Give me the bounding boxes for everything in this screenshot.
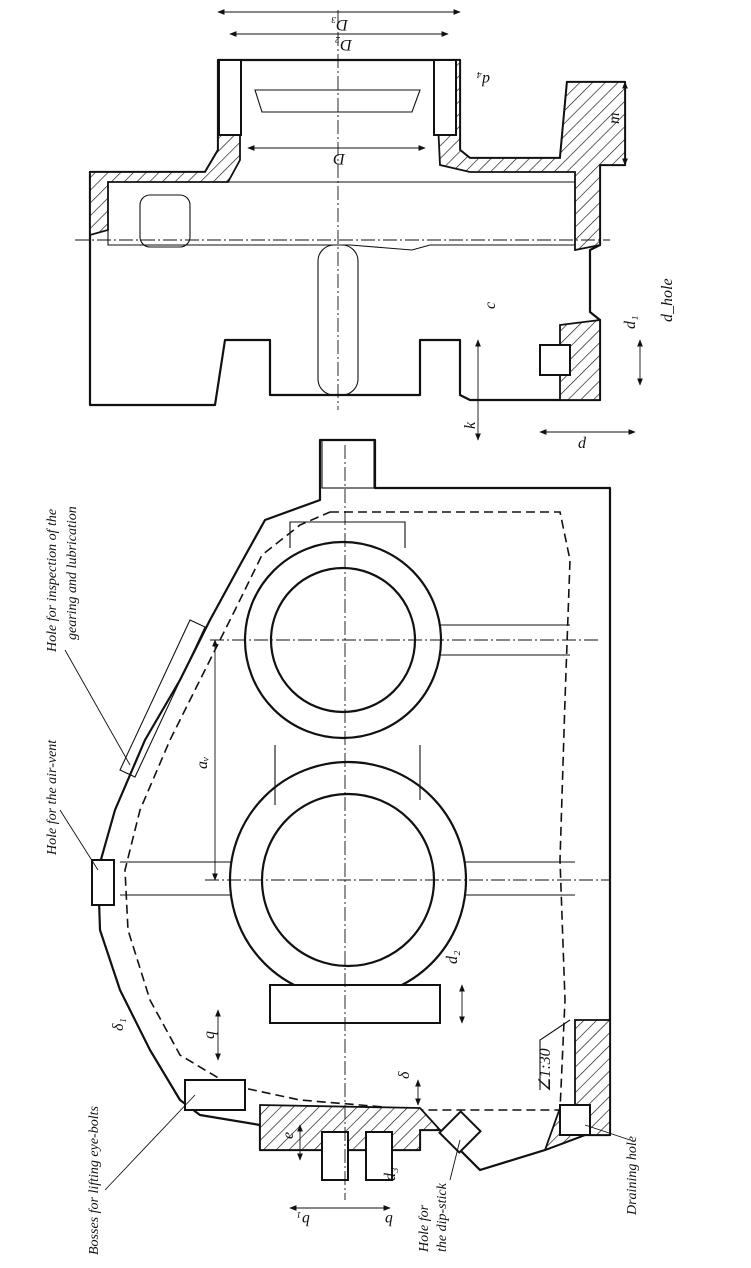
label-e: e <box>280 1132 297 1139</box>
top-bolt-left <box>218 59 242 136</box>
top-wall-section-left <box>89 59 241 237</box>
label-d: d <box>578 435 587 452</box>
note-eye-bolts: Bosses for lifting eye-bolts <box>87 1106 102 1255</box>
label-slope: ∠1:30 <box>537 1048 554 1092</box>
label-b1: b₁ <box>296 1211 310 1228</box>
top-bearing-seat <box>254 89 421 113</box>
label-delta: δ <box>396 1071 413 1079</box>
label-D3: D₃ <box>331 16 349 33</box>
label-delta1: δ₁ <box>110 1018 127 1031</box>
leader-dipstick <box>449 1139 461 1181</box>
label-c: c <box>482 302 499 309</box>
label-b: b <box>385 1211 393 1228</box>
air-vent-boss <box>91 859 115 906</box>
note-inspection-1: Hole for inspection of the <box>45 509 60 653</box>
label-d3: d₃ <box>382 1167 399 1181</box>
top-flange-bolt <box>539 344 571 376</box>
label-q: q <box>201 1031 218 1039</box>
inspection-cover <box>119 619 206 778</box>
top-bolt-right <box>433 59 457 136</box>
lower-bolt-left <box>321 1131 349 1181</box>
label-d-hole: d_hole <box>659 278 676 322</box>
note-draining: Draining hole <box>625 1136 640 1216</box>
leader-air-vent <box>59 809 99 871</box>
top-inner-outline <box>107 181 576 251</box>
casing-right-wall <box>574 1019 611 1136</box>
top-inner-pocket <box>139 194 191 248</box>
dipstick-boss <box>438 1110 482 1154</box>
label-D: D <box>333 150 346 167</box>
label-m: m <box>606 112 623 124</box>
label-d4: d₄ <box>476 71 490 88</box>
label-d1: d₁ <box>622 315 639 329</box>
label-d2: d₂ <box>444 950 461 964</box>
top-wall-section-right <box>434 59 626 252</box>
casing-bottom-flange <box>259 1104 586 1172</box>
leader-eye-bolts <box>104 1094 196 1191</box>
top-section-view <box>75 9 643 441</box>
slope-line <box>539 1019 571 1090</box>
leader-draining <box>584 1124 631 1141</box>
rib-middle <box>274 745 421 805</box>
note-inspection-2: gearing and lubrication <box>65 506 80 640</box>
eye-bolt-boss <box>184 1079 246 1111</box>
lower-bolt-right <box>365 1131 393 1181</box>
note-dipstick-1: Hole for <box>417 1204 432 1253</box>
leader-inspection <box>64 649 131 766</box>
label-aw: aᵥ <box>194 757 211 769</box>
note-air-vent: Hole for the air-vent <box>45 739 60 856</box>
shaft-stub <box>321 439 375 489</box>
joint-bolt <box>269 984 441 1024</box>
casing-outline <box>96 438 612 1172</box>
note-dipstick-2: the dip-stick <box>435 1182 450 1252</box>
top-lower-pocket <box>269 340 421 396</box>
casing-inner-dashed <box>124 511 571 1111</box>
rib-upper <box>289 521 406 548</box>
label-D2: D₂ <box>334 36 353 53</box>
lower-elevation-view <box>59 438 631 1211</box>
drain-boss <box>559 1104 591 1136</box>
label-k: k <box>462 421 479 429</box>
